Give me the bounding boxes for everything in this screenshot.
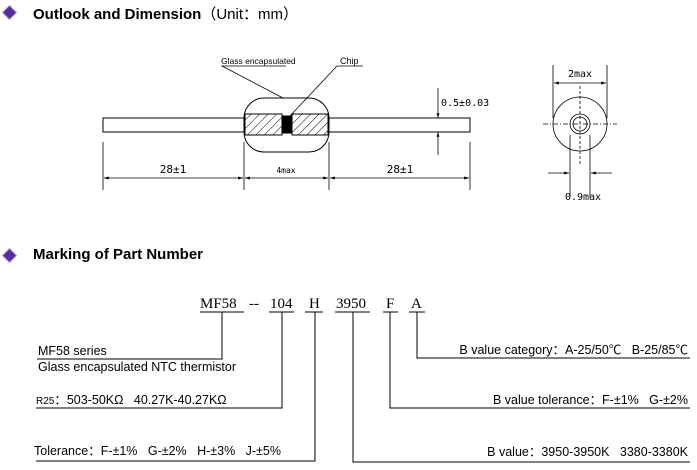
section-heading-outlook: Outlook and Dimension（Unit：mm） bbox=[33, 3, 298, 24]
pn-separator: -- bbox=[249, 296, 259, 312]
unit-text: （Unit：mm） bbox=[201, 6, 299, 23]
heading-text: Marking of Part Number bbox=[33, 246, 204, 263]
b-value-label: B value：3950-3950K 3380-3380K bbox=[487, 445, 689, 459]
series-description: Glass encapsulated NTC thermistor bbox=[38, 360, 236, 374]
pn-tolerance: H bbox=[309, 296, 320, 312]
series-label: MF58 series bbox=[38, 344, 107, 358]
chip-width-label: 0.9max bbox=[565, 192, 601, 203]
pn-series: MF58 bbox=[200, 296, 237, 312]
b-tolerance-label: B value tolerance：F-±1% G-±2% bbox=[493, 393, 688, 407]
section-heading-marking: Marking of Part Number bbox=[33, 246, 203, 263]
pn-bvalue-tolerance: F bbox=[386, 296, 394, 312]
body-length: 4max bbox=[276, 166, 295, 175]
lead-diameter-label: 0.5±0.03 bbox=[441, 98, 489, 109]
heading-text: Outlook and Dimension bbox=[33, 6, 202, 23]
chip bbox=[281, 115, 293, 134]
tolerance-label: Tolerance：F-±1% G-±2% H-±3% J-±5% bbox=[34, 444, 281, 458]
chip-label: Chip bbox=[340, 56, 359, 66]
hatched-electrode bbox=[291, 113, 329, 136]
right-lead-length: 28±1 bbox=[387, 163, 414, 176]
bracket-lines bbox=[36, 311, 690, 463]
body-diameter-label: 2max bbox=[568, 69, 592, 80]
glass-label: Glass encapsulated bbox=[221, 56, 296, 66]
r25-label: R25：503-50KΩ 40.27K-40.27KΩ bbox=[36, 393, 227, 407]
left-lead-length: 28±1 bbox=[160, 163, 187, 176]
b-category-label: B value category：A-25/50℃ B-25/85℃ bbox=[459, 343, 688, 357]
pn-bvalue-category: A bbox=[411, 296, 422, 312]
hatched-electrode bbox=[244, 113, 283, 136]
pn-resistance: 104 bbox=[270, 296, 293, 312]
pn-bvalue: 3950 bbox=[336, 296, 366, 312]
